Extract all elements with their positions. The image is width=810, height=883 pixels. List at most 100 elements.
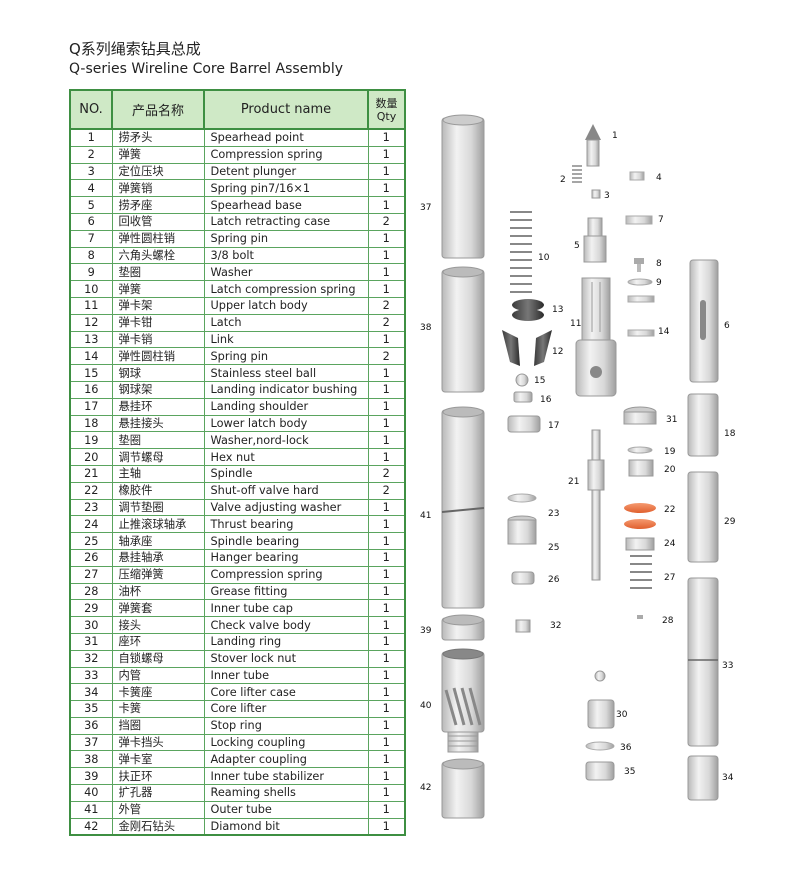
row-name-en: Spindle bearing (203, 532, 369, 550)
row-name-cn: 弹簧 (111, 145, 205, 164)
row-name-cn: 座环 (111, 632, 205, 651)
part-40-reaming-shell (441, 648, 485, 753)
row-name-en: Stover lock nut (203, 649, 369, 668)
row-qty: 2 (367, 464, 406, 483)
row-qty: 1 (367, 380, 406, 399)
part-11-upper-latch-body (575, 277, 617, 397)
row-number: 42 (69, 817, 113, 836)
diagram-label-22: 22 (664, 505, 675, 515)
diagram-label-42: 42 (420, 783, 431, 793)
row-name-cn: 垫圈 (111, 431, 205, 450)
row-qty: 1 (367, 666, 406, 685)
diagram-label-12: 12 (552, 347, 563, 357)
part-14-spring-pin-b (627, 329, 655, 337)
part-7-spring-pin (625, 215, 653, 225)
diagram-label-9: 9 (656, 278, 662, 288)
diagram-label-11: 11 (570, 319, 581, 329)
diagram-label-3: 3 (604, 191, 610, 201)
part-24-thrust-bearing (625, 537, 655, 551)
diagram-label-25: 25 (548, 543, 559, 553)
part-39-inner-tube-stabilizer (441, 614, 485, 641)
row-name-cn: 金刚石钻头 (111, 817, 205, 836)
row-name-cn: 悬挂轴承 (111, 548, 205, 567)
row-name-en: Compression spring (203, 565, 369, 584)
part-21-spindle (587, 429, 605, 581)
part-29-inner-tube-cap (687, 471, 719, 563)
row-number: 29 (69, 599, 113, 618)
row-qty: 1 (367, 196, 406, 214)
row-number: 11 (69, 296, 113, 315)
part-6-latch-retracting-case (689, 259, 719, 383)
row-name-en: Thrust bearing (203, 515, 369, 534)
row-qty: 1 (367, 767, 406, 786)
row-qty: 1 (367, 649, 406, 668)
diagram-label-4: 4 (656, 173, 662, 183)
row-qty: 1 (367, 162, 406, 181)
diagram-label-15: 15 (534, 376, 545, 386)
row-number: 24 (69, 515, 113, 534)
diagram-label-30: 30 (616, 710, 628, 720)
part-32-stover-lock-nut (515, 619, 531, 633)
row-name-cn: 悬挂环 (111, 397, 205, 416)
row-name-en: Inner tube stabilizer (203, 767, 369, 786)
diagram-label-18: 18 (724, 429, 736, 439)
row-qty: 1 (367, 179, 406, 198)
row-name-en: Spring pin (203, 229, 369, 248)
row-qty: 1 (367, 330, 406, 349)
row-qty: 1 (367, 582, 406, 601)
row-name-en: Latch retracting case (203, 212, 369, 231)
part-37-locking-coupling (441, 114, 485, 259)
row-name-en: Hex nut (203, 448, 369, 466)
row-name-cn: 悬挂接头 (111, 414, 205, 433)
diagram-label-24: 24 (664, 539, 676, 549)
row-number: 36 (69, 716, 113, 735)
diagram-label-36: 36 (620, 743, 632, 753)
row-name-cn: 弹簧套 (111, 599, 205, 618)
row-number: 3 (69, 162, 113, 181)
row-qty: 1 (367, 750, 406, 769)
row-number: 31 (69, 632, 113, 651)
row-number: 33 (69, 666, 113, 685)
diagram-label-23: 23 (548, 509, 559, 519)
row-qty: 1 (367, 229, 406, 248)
row-qty: 1 (367, 246, 406, 265)
part-15-steel-ball (515, 373, 529, 387)
diagram-label-7: 7 (658, 215, 664, 225)
part-12-latch (502, 330, 552, 366)
part-16-indicator-bushing (513, 391, 533, 403)
diagram-label-13: 13 (552, 305, 563, 315)
row-number: 20 (69, 448, 113, 466)
diagram-label-33: 33 (722, 661, 733, 671)
row-name-cn: 弹卡架 (111, 296, 205, 315)
row-number: 35 (69, 700, 113, 718)
diagram-label-1: 1 (612, 131, 618, 141)
diagram-label-31: 31 (666, 415, 677, 425)
diagram-label-2: 2 (560, 175, 566, 185)
row-name-cn: 弹卡钳 (111, 313, 205, 332)
row-name-en: Inner tube (203, 666, 369, 685)
row-name-en: Compression spring (203, 145, 369, 164)
row-qty: 2 (367, 296, 406, 315)
row-name-cn: 垫圈 (111, 263, 205, 282)
row-name-en: Washer,nord-lock (203, 431, 369, 450)
row-name-en: Upper latch body (203, 296, 369, 315)
exploded-assembly-diagram: 1 2 3 4 5 6 7 8 9 10 11 12 13 14 15 16 1… (420, 114, 736, 819)
row-qty: 1 (367, 364, 406, 382)
row-name-en: Spearhead base (203, 196, 369, 214)
row-qty: 1 (367, 616, 406, 634)
row-name-en: Valve adjusting washer (203, 498, 369, 517)
diagram-label-19: 19 (664, 447, 676, 457)
row-name-en: Spindle (203, 464, 369, 483)
